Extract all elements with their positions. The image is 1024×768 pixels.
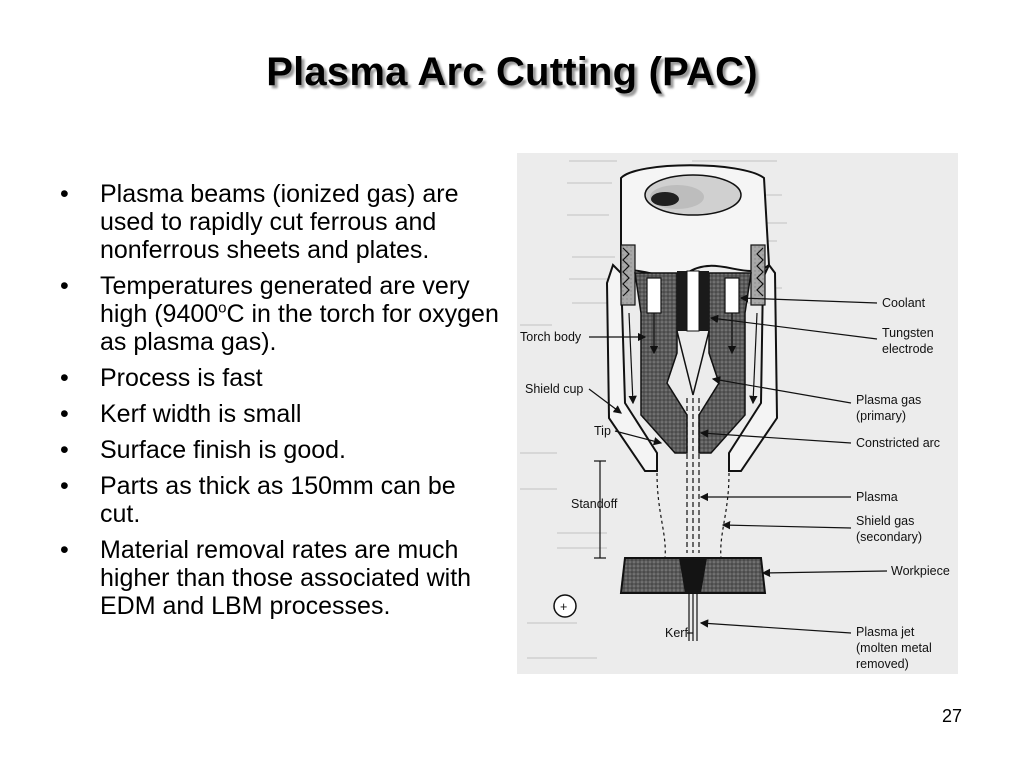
leader-tip <box>614 430 663 446</box>
label-tungsten: Tungsten <box>882 326 934 340</box>
bullet-item: • Material removal rates are much higher… <box>60 536 500 620</box>
electrode-center <box>686 270 700 332</box>
bullet-item: • Parts as thick as 150mm can be cut. <box>60 472 500 528</box>
bullet-item: • Process is fast <box>60 364 500 392</box>
label-standoff: Standoff <box>571 497 618 511</box>
flow-arrow <box>628 312 637 405</box>
tungsten-electrode-left <box>677 271 687 331</box>
tungsten-electrode-right <box>699 271 709 331</box>
torch-top-ellipse-core <box>651 192 679 206</box>
bullet-text: Process is fast <box>100 364 263 392</box>
label-coolant: Coolant <box>882 296 926 310</box>
flow-arrow <box>749 312 758 405</box>
shield-cup-left <box>605 263 658 472</box>
bullet-marker: • <box>60 536 69 564</box>
bullet-item: • Temperatures generated are very high (… <box>60 272 500 356</box>
thread-right-zigzag <box>756 247 764 297</box>
label-kerf: Kerf <box>665 626 688 640</box>
bullet-marker: • <box>60 472 69 500</box>
label-electrode: electrode <box>882 342 933 356</box>
coolant-channel-right <box>724 277 740 314</box>
label-shield-cup: Shield cup <box>525 382 583 396</box>
leader-coolant <box>739 294 878 304</box>
leader-shield-cup <box>588 388 622 414</box>
bullet-text-post: C in the torch for oxygen as plasma gas)… <box>100 300 499 356</box>
positive-terminal-circle <box>553 594 577 618</box>
page-number: 27 <box>941 706 962 726</box>
bullet-item: • Surface finish is good. <box>60 436 500 464</box>
bullet-list: • Plasma beams (ionized gas) are used to… <box>60 180 500 628</box>
label-workpiece: Workpiece <box>891 564 950 578</box>
leader-workpiece <box>761 568 888 578</box>
label-shield-gas-secondary: (secondary) <box>856 530 922 544</box>
label-plasma-jet: Plasma jet <box>856 625 915 639</box>
plasma-torch-diagram: + Torch body Shield cup Tip Standoff Ker… <box>517 153 958 674</box>
shield-gas-flow-left <box>656 472 666 559</box>
plasma-gas-channel <box>676 330 710 396</box>
slide-title: Plasma Arc Cutting (PAC) <box>266 50 758 94</box>
label-tip: Tip <box>594 424 611 438</box>
bullet-text: Kerf width is small <box>100 400 302 428</box>
degree-superscript: o <box>218 299 227 317</box>
label-plasma-gas-primary: (primary) <box>856 409 906 423</box>
bullet-marker: • <box>60 436 69 464</box>
label-shield-gas: Shield gas <box>856 514 914 528</box>
coolant-channel-left <box>646 277 662 314</box>
label-plasma: Plasma <box>856 490 898 504</box>
bullet-text: Plasma beams (ionized gas) are used to r… <box>100 180 459 264</box>
label-plasma-jet-molten: (molten metal <box>856 641 932 655</box>
bullet-text: Parts as thick as 150mm can be cut. <box>100 472 456 528</box>
label-torch-body: Torch body <box>520 330 582 344</box>
bullet-item: • Plasma beams (ionized gas) are used to… <box>60 180 500 264</box>
bullet-marker: • <box>60 272 69 300</box>
bullet-text: Surface finish is good. <box>100 436 346 464</box>
bullet-marker: • <box>60 364 69 392</box>
thread-left-zigzag <box>622 247 630 297</box>
leader-plasma-gas <box>711 376 852 404</box>
bullet-text-pre: Temperatures generated are very high (94… <box>100 272 470 328</box>
leader-shield-gas <box>721 520 852 530</box>
leader-constricted-arc <box>699 429 852 444</box>
bullet-marker: • <box>60 400 69 428</box>
leader-plasma-jet <box>699 619 852 634</box>
label-constricted-arc: Constricted arc <box>856 436 940 450</box>
bullet-marker: • <box>60 180 69 208</box>
positive-terminal-sign: + <box>560 600 567 614</box>
kerf-cut <box>679 558 707 593</box>
bullet-text: Material removal rates are much higher t… <box>100 536 472 620</box>
label-plasma-gas: Plasma gas <box>856 393 921 407</box>
label-plasma-jet-removed: removed) <box>856 657 909 671</box>
leader-tungsten <box>709 314 878 340</box>
bullet-item: • Kerf width is small <box>60 400 500 428</box>
shield-cup-right <box>728 263 779 472</box>
